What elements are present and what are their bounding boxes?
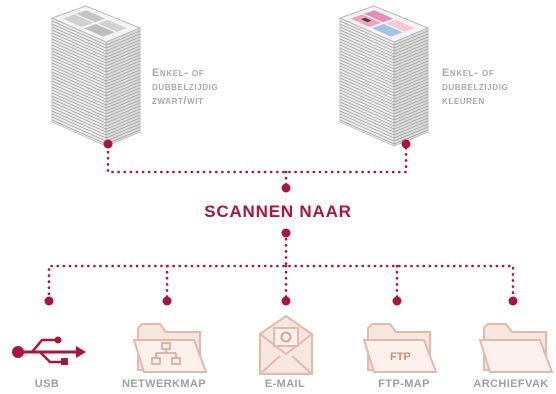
destination-label-email: E-MAIL [264, 378, 306, 390]
connector-lines [47, 144, 515, 302]
dot-archive [508, 296, 518, 306]
dot-bw-source [103, 139, 113, 149]
usb-icon [12, 336, 86, 365]
source-label-bw-line-2: dubbelzijdig [152, 81, 219, 93]
destination-label-usb: USB [34, 378, 60, 390]
dot-email [281, 296, 291, 306]
dot-network [162, 296, 172, 306]
dot-ftp [392, 296, 402, 306]
source-label-color-line-1: Enkel- of [442, 67, 495, 79]
ftp-icon-text: FTP [390, 351, 411, 363]
dot-color-source [401, 139, 411, 149]
source-label-color-line-3: kleuren [442, 95, 485, 107]
connector-bottom [47, 264, 515, 302]
source-label-bw: Enkel- of dubbelzijdig zwart/wit [152, 66, 218, 108]
destination-label-network: NETWERKMAP [121, 378, 207, 390]
dot-usb [44, 296, 54, 306]
destination-label-ftp: FTP-MAP [378, 378, 430, 390]
network-folder-icon [132, 323, 208, 373]
dot-center-bottom [281, 228, 291, 238]
email-icon [259, 314, 313, 375]
source-label-bw-line-3: zwart/wit [152, 95, 204, 107]
destination-label-archive: ARCHIEFVAK [473, 378, 549, 390]
scan-to-title: SCANNEN NAAR [204, 202, 352, 221]
source-label-bw-line-1: Enkel- of [152, 67, 205, 79]
source-label-color-line-2: dubbelzijdig [442, 81, 509, 93]
dot-center-top [281, 183, 291, 193]
ftp-folder-icon: FTP [362, 323, 438, 373]
color-paper-stack [338, 5, 430, 147]
connector-top [106, 144, 408, 174]
bw-paper-stack [50, 5, 142, 147]
source-label-color: Enkel- of dubbelzijdig kleuren [442, 66, 508, 108]
connector-dots [44, 139, 518, 306]
archive-folder-icon [478, 323, 554, 373]
